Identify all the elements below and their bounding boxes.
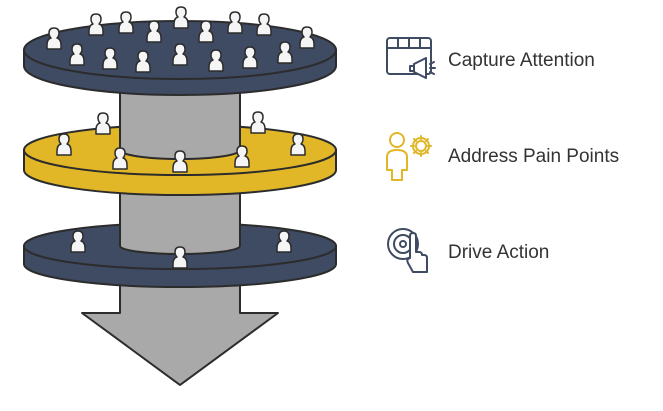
stage-label-drive-action: Drive Action [448, 242, 550, 263]
stage-label-address-pain-points: Address Pain Points [448, 146, 620, 167]
disc-drive-action [23, 222, 337, 288]
megaphone-board-icon [386, 37, 436, 79]
person-gear-icon [386, 132, 432, 181]
funnel-arrow [81, 279, 279, 386]
pointer-click-icon [387, 228, 428, 273]
disc-address-pain-points [23, 111, 337, 196]
disc-capture-attention [23, 6, 337, 96]
stage-label-capture-attention: Capture Attention [448, 50, 595, 71]
